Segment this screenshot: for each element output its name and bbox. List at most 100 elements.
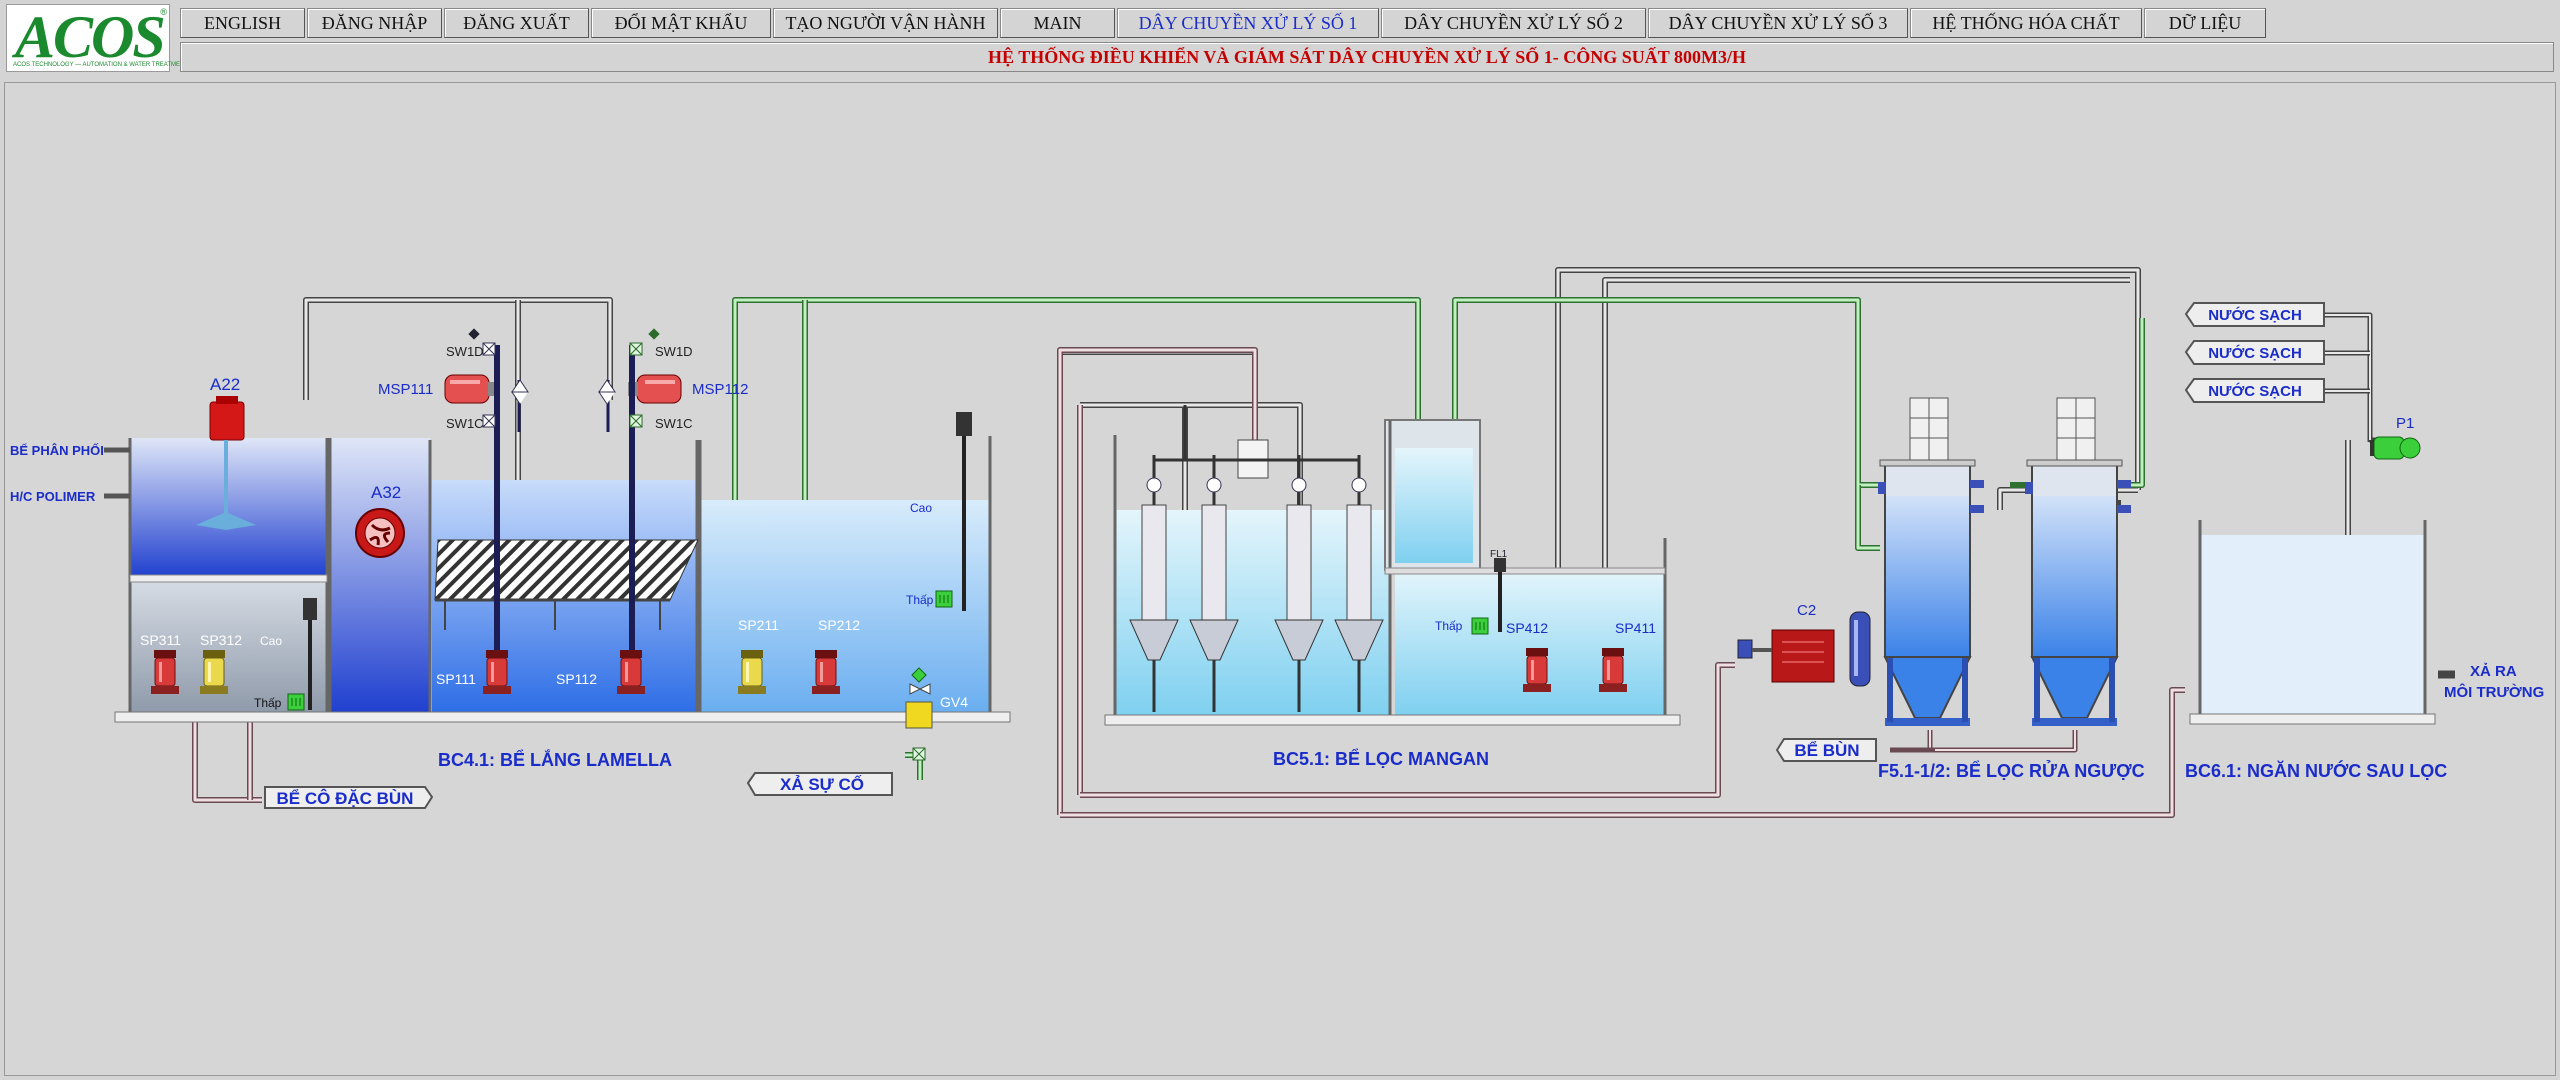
page-title: HỆ THỐNG ĐIỀU KHIỂN VÀ GIÁM SÁT DÂY CHUY… (180, 42, 2554, 72)
pump-sp311[interactable] (150, 649, 180, 695)
level-probe-2 (956, 412, 972, 611)
pump-sp411[interactable] (1598, 647, 1628, 693)
pump-sp211[interactable] (737, 649, 767, 695)
valve-gv4[interactable] (905, 667, 933, 761)
logo-registered-mark: ® (160, 7, 167, 17)
level-probe-fl1 (1494, 558, 1506, 632)
acos-logo: ACOS ® ACOS TECHNOLOGY — AUTOMATION & WA… (6, 4, 188, 72)
menu-item-4[interactable]: TẠO NGƯỜI VẬN HÀNH (773, 8, 998, 38)
label-bc51: BC5.1: BỂ LỌC MANGAN (1273, 748, 1489, 769)
label-sp311: SP311 (140, 632, 181, 648)
tag-be-co-dac-bun-label: BỂ CÔ ĐẶC BÙN (277, 789, 414, 808)
label-sp312: SP312 (200, 632, 242, 648)
menu-item-0[interactable]: ENGLISH (180, 8, 305, 38)
menu-item-9[interactable]: HỆ THỐNG HÓA CHẤT (1910, 8, 2142, 38)
tag-xa-su-co[interactable]: XẢ SỰ CỐ (746, 772, 893, 796)
pump-sp312[interactable] (199, 649, 229, 695)
top-bar: ACOS ® ACOS TECHNOLOGY — AUTOMATION & WA… (0, 0, 2560, 78)
pump-sp111[interactable] (482, 649, 512, 695)
tag-nuoc-sach-1-label: NƯỚC SẠCH (2208, 306, 2302, 324)
pump-sp212[interactable] (811, 649, 841, 695)
tag-nuoc-sach-3[interactable]: NƯỚC SẠCH (2184, 378, 2325, 403)
filter-valves (1878, 480, 2131, 513)
tag-be-bun[interactable]: BỂ BÙN (1775, 738, 1877, 762)
inlet-be-phan-phoi: BỂ PHÂN PHỐI (10, 443, 104, 458)
motor-msp112[interactable] (628, 374, 682, 404)
label-a32: A32 (371, 483, 401, 502)
mangan-header-pipe (1152, 405, 1361, 462)
menu-item-5[interactable]: MAIN (1000, 8, 1115, 38)
tank-bc61 (2189, 520, 2436, 725)
mangan-filter-column (1286, 504, 1312, 621)
menu-item-10[interactable]: DỮ LIỆU (2144, 8, 2266, 38)
pump-sp112[interactable] (616, 649, 646, 695)
label-sp412: SP412 (1506, 620, 1548, 636)
level-indicator-thap-2 (935, 590, 953, 608)
tag-nuoc-sach-1[interactable]: NƯỚC SẠCH (2184, 302, 2325, 327)
mangan-filter-cone (1274, 619, 1324, 661)
menu-item-7[interactable]: DÂY CHUYỀN XỬ LÝ SỐ 2 (1381, 8, 1646, 38)
mangan-filter-column (1201, 504, 1227, 621)
label-p1: P1 (2396, 415, 2414, 432)
mangan-filter-valve (1291, 477, 1307, 493)
pump-sp412[interactable] (1522, 647, 1552, 693)
mangan-filter-column (1346, 504, 1372, 621)
tag-xa-su-co-label: XẢ SỰ CỐ (780, 774, 864, 794)
label-gv4: GV4 (940, 694, 968, 710)
label-sp111: SP111 (436, 671, 476, 687)
menu-item-8[interactable]: DÂY CHUYỀN XỬ LÝ SỐ 3 (1648, 8, 1908, 38)
label-moi-truong: MÔI TRƯỜNG (2444, 683, 2544, 701)
label-sw1c-b: SW1C (655, 416, 693, 431)
level-thap-3: Thấp (1435, 619, 1463, 633)
tag-nuoc-sach-3-label: NƯỚC SẠCH (2208, 382, 2302, 400)
label-sp212: SP212 (818, 617, 860, 633)
menu-item-6[interactable]: DÂY CHUYỀN XỬ LÝ SỐ 1 (1117, 8, 1379, 38)
pump-p1[interactable] (2370, 436, 2421, 460)
valve-sw1d-b[interactable] (629, 342, 643, 356)
label-sp211: SP211 (738, 617, 779, 633)
logo-subtext: ACOS TECHNOLOGY — AUTOMATION & WATER TRE… (13, 62, 189, 68)
tank-bc51 (1104, 419, 1681, 726)
mangan-filter-cone (1189, 619, 1239, 661)
tank-f51 (1879, 397, 2123, 726)
level-indicator-thap-1 (287, 693, 305, 711)
motor-msp111[interactable] (444, 374, 498, 404)
label-sw1d-a: SW1D (446, 344, 484, 359)
tag-nuoc-sach-2[interactable]: NƯỚC SẠCH (2184, 340, 2325, 365)
level-thap-2: Thấp (906, 593, 934, 607)
tag-be-co-dac-bun[interactable]: BỂ CÔ ĐẶC BÙN (264, 786, 434, 809)
label-a22: A22 (210, 375, 240, 394)
mangan-filter-cone (1334, 619, 1384, 661)
label-fl1: FL1 (1490, 549, 1508, 560)
valve-sw1c-a[interactable] (482, 414, 496, 428)
fan-a32[interactable] (355, 508, 405, 558)
label-sw1d-b: SW1D (655, 344, 693, 359)
mangan-filter-valve (1206, 477, 1222, 493)
compressor-c2[interactable] (1737, 611, 1871, 687)
mangan-filter-cone (1129, 619, 1179, 661)
mangan-filter-valve (1146, 477, 1162, 493)
tag-be-bun-label: BỂ BÙN (1794, 741, 1859, 760)
tank-bc41 (114, 436, 1011, 723)
mixer-a22[interactable] (196, 396, 256, 530)
label-sp112: SP112 (556, 671, 597, 687)
valve-sw1d-a[interactable] (482, 342, 496, 356)
level-thap-1: Thấp (254, 696, 282, 710)
label-msp111: MSP111 (378, 381, 433, 398)
level-probe-1 (303, 598, 317, 710)
menu-item-1[interactable]: ĐĂNG NHẬP (307, 8, 442, 38)
label-bc61: BC6.1: NGĂN NƯỚC SAU LỌC (2185, 760, 2447, 781)
label-c2: C2 (1797, 602, 1816, 619)
logo-text: ACOS (15, 4, 166, 70)
level-indicator-thap-3 (1471, 617, 1489, 635)
inlet-hc-polimer: H/C POLIMER (10, 489, 96, 504)
label-msp112: MSP112 (692, 381, 748, 398)
valve-sw1c-b[interactable] (629, 414, 643, 428)
menu-item-2[interactable]: ĐĂNG XUẤT (444, 8, 589, 38)
level-cao-1: Cao (260, 634, 282, 648)
mangan-filter-units (1129, 405, 1384, 712)
label-sp411: SP411 (1615, 620, 1656, 636)
menu-item-3[interactable]: ĐỔI MẬT KHẨU (591, 8, 771, 38)
mangan-filter-column (1141, 504, 1167, 621)
